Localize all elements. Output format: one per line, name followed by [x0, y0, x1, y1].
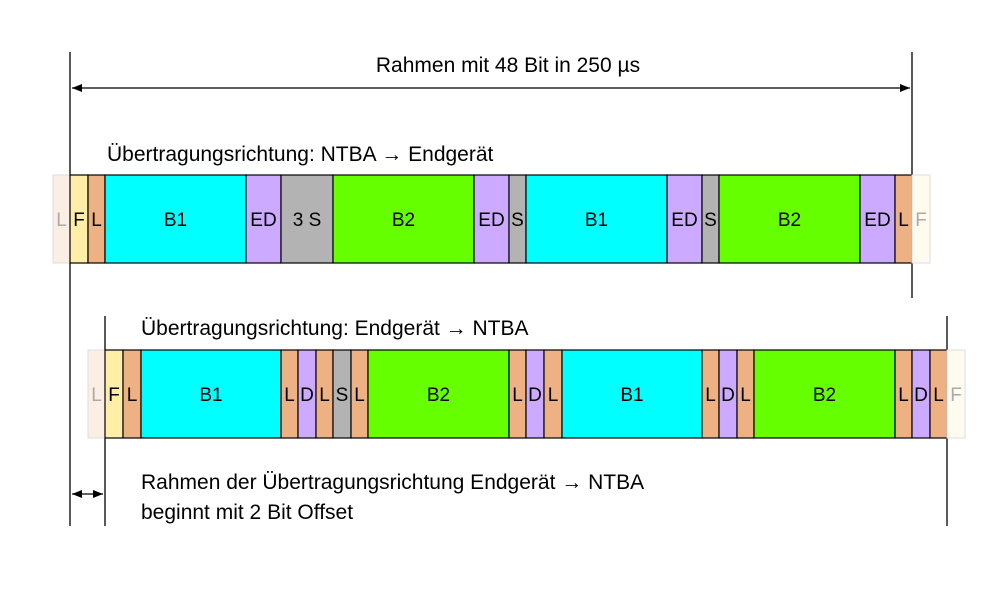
cell-l-label: L [127, 385, 138, 406]
cell-b2-box [718, 174, 861, 264]
cell-d-label: D [528, 385, 542, 406]
cell-b1-label: B1 [585, 210, 608, 231]
cell-l-label: L [898, 385, 909, 406]
cell-d-label: D [721, 385, 735, 406]
offset-note-line1: Rahmen der Übertragungsrichtung Endgerät… [141, 471, 644, 494]
cell-l-label: L [548, 385, 559, 406]
cell-b1-label: B1 [164, 210, 187, 231]
cell-l-label: L [933, 385, 944, 406]
cell-b2-label: B2 [778, 210, 801, 231]
cell-ed-label: ED [250, 210, 276, 231]
offset-note-line2: beginnt mit 2 Bit Offset [141, 501, 353, 524]
cell-d-label: D [914, 385, 928, 406]
cell-f-box [911, 174, 931, 264]
cell-3-s-label: 3 S [293, 210, 322, 231]
cell-b2-label: B2 [813, 385, 836, 406]
cell-l-label: L [512, 385, 523, 406]
cell-b1-box [140, 349, 282, 439]
cell-f-label: F [108, 385, 120, 406]
cell-b2-box [367, 349, 510, 439]
frame-length-label: Rahmen mit 48 Bit in 250 µs [376, 54, 640, 77]
cell-b1-box [525, 174, 668, 264]
cell-l-label: L [705, 385, 716, 406]
cell-l-label: L [284, 385, 295, 406]
cell-ed-label: ED [671, 210, 697, 231]
cell-l-label: L [740, 385, 751, 406]
row-title-ntba-to-terminal: Übertragungsrichtung: NTBA → Endgerät [107, 143, 494, 166]
cell-s-label: S [336, 385, 349, 406]
cell-l-label: L [56, 210, 67, 231]
cell-b1-box [561, 349, 703, 439]
cell-d-label: D [300, 385, 314, 406]
cell-ed-box [666, 174, 703, 264]
cell-f-label: F [73, 210, 85, 231]
cell-l-label: L [898, 210, 909, 231]
cell-b2-label: B2 [392, 210, 415, 231]
cell-f-label: F [950, 385, 962, 406]
cell-s-label: S [511, 210, 524, 231]
cell-l-label: L [319, 385, 330, 406]
cell-ed-label: ED [478, 210, 504, 231]
cell-b1-label: B1 [199, 385, 222, 406]
cell-3-s-box [280, 174, 334, 264]
cell-l-label: L [91, 385, 102, 406]
cell-f-label: F [915, 210, 927, 231]
cell-b1-label: B1 [620, 385, 643, 406]
cell-f-box [946, 349, 966, 439]
row-title-terminal-to-ntba: Übertragungsrichtung: Endgerät → NTBA [141, 317, 529, 340]
cell-s-label: S [704, 210, 717, 231]
cell-b2-label: B2 [427, 385, 450, 406]
cell-l-label: L [91, 210, 102, 231]
cell-l-label: L [354, 385, 365, 406]
cell-ed-label: ED [864, 210, 890, 231]
